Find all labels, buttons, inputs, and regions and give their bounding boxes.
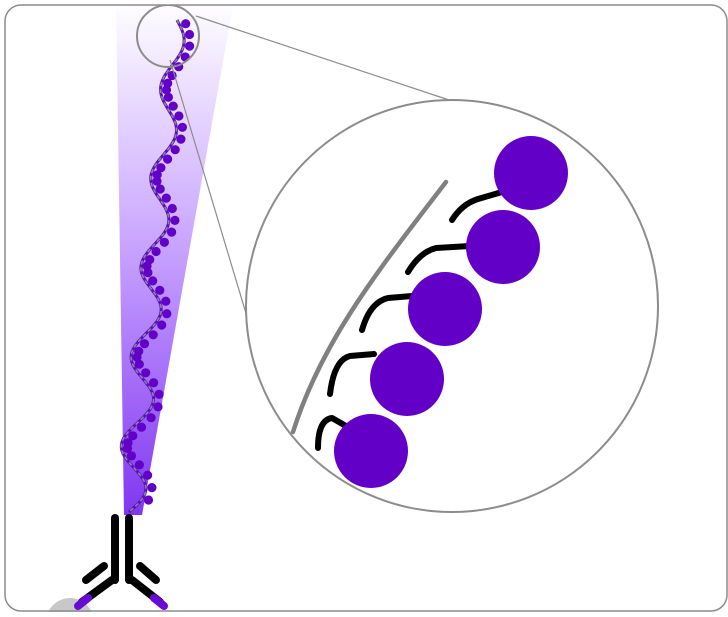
polymer-bead bbox=[147, 483, 156, 492]
polymer-bead bbox=[176, 135, 185, 144]
polymer-bead bbox=[127, 451, 136, 460]
polymer-bead bbox=[168, 204, 177, 213]
polymer-bead bbox=[147, 413, 156, 422]
antibody-arm-left-inner bbox=[86, 566, 104, 580]
zoom-bead bbox=[370, 342, 444, 416]
polymer-bead bbox=[169, 102, 178, 111]
zoom-bead bbox=[334, 414, 408, 488]
polymer-bead bbox=[185, 30, 194, 39]
polymer-bead bbox=[185, 42, 194, 51]
zoom-lens bbox=[246, 100, 658, 512]
polymer-bead bbox=[174, 111, 183, 120]
polymer-bead bbox=[167, 228, 176, 237]
zoom-bead bbox=[408, 272, 482, 346]
polymer-bead bbox=[148, 276, 157, 285]
zoom-bead bbox=[466, 210, 540, 284]
polymer-bead bbox=[149, 330, 158, 339]
polymer-bead bbox=[157, 320, 166, 329]
polymer-bead bbox=[155, 286, 164, 295]
polymer-bead bbox=[143, 268, 152, 277]
polymer-bead bbox=[135, 360, 144, 369]
polymer-bead bbox=[153, 402, 162, 411]
polymer-bead bbox=[135, 460, 144, 469]
polymer-bead bbox=[143, 471, 152, 480]
polymer-bead bbox=[171, 145, 180, 154]
polymer-bead bbox=[156, 184, 165, 193]
polymer-bead bbox=[152, 247, 161, 256]
zoom-bead bbox=[494, 136, 568, 210]
polymer-bead bbox=[181, 19, 190, 28]
polymer-bead bbox=[163, 155, 172, 164]
zoom-connector-top bbox=[196, 16, 452, 101]
polymer-bead bbox=[149, 378, 158, 387]
polymer-bead bbox=[141, 368, 150, 377]
polymer-bead bbox=[140, 339, 149, 348]
polymer-bead bbox=[137, 423, 146, 432]
polymer-bead bbox=[144, 495, 153, 504]
antibody bbox=[78, 518, 164, 606]
antibody-arm-right-inner bbox=[140, 566, 156, 580]
polymer-bead bbox=[178, 123, 187, 132]
polymer-bead bbox=[162, 194, 171, 203]
polymer-bead bbox=[155, 390, 164, 399]
polymer-bead bbox=[160, 238, 169, 247]
polymer-bead bbox=[161, 297, 170, 306]
polymer-bead bbox=[164, 93, 173, 102]
polymer-bead bbox=[162, 309, 171, 318]
polymer-bead bbox=[170, 216, 179, 225]
